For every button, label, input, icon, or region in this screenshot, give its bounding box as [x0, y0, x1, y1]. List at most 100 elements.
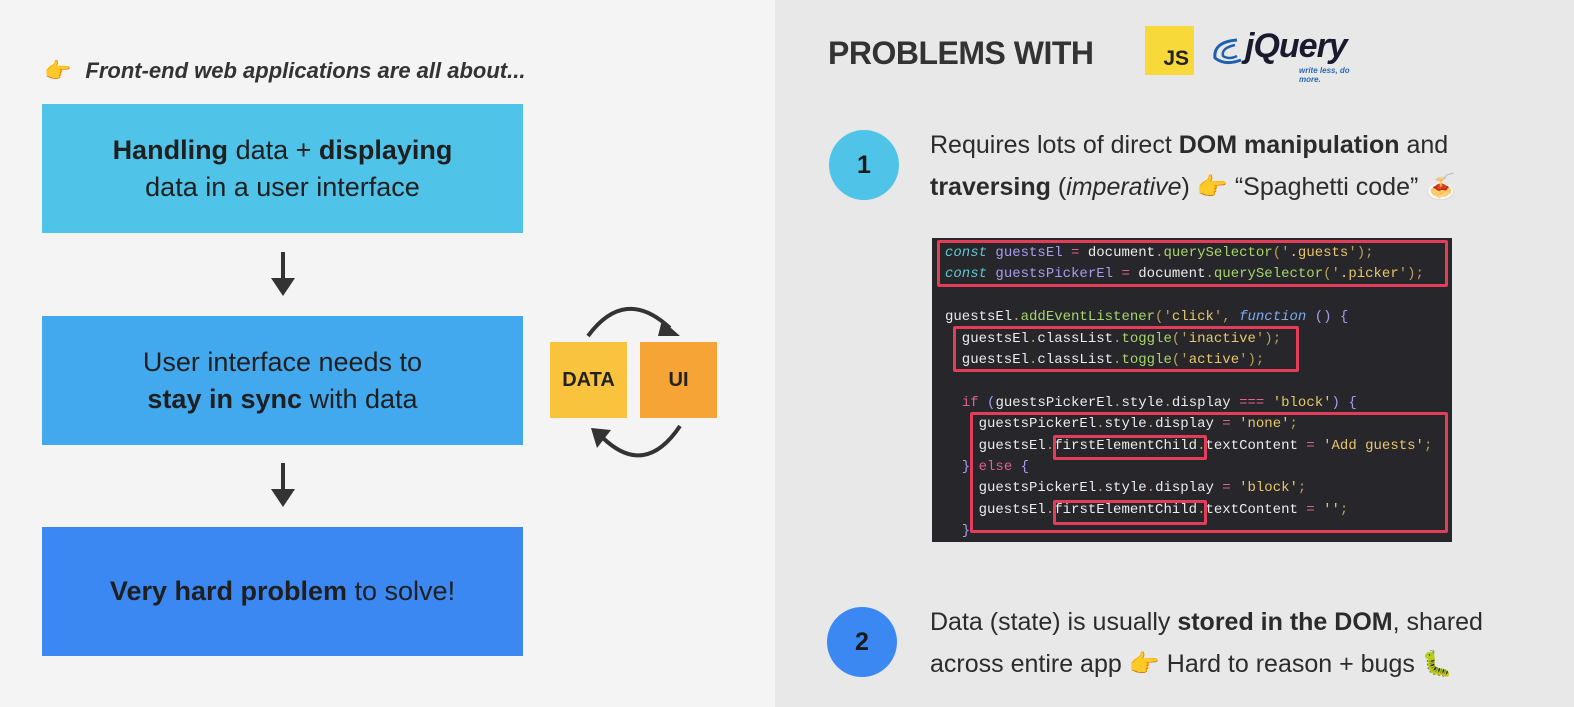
code-token: guestsPickerEl — [945, 480, 1097, 497]
code-line: guestsPickerEl.style.display = 'none'; — [945, 414, 1452, 435]
code-token: . — [1197, 437, 1206, 454]
code-line: guestsEl.classList.toggle('inactive'); — [945, 329, 1452, 350]
data-square: DATA — [550, 342, 627, 418]
code-token: = — [1213, 416, 1240, 433]
code-token: . — [1096, 416, 1105, 433]
text-run: Data (state) is usually — [930, 608, 1178, 636]
code-token: === — [1230, 394, 1273, 411]
code-line: guestsPickerEl.style.display = 'block'; — [945, 478, 1452, 499]
code-token: ; — [1339, 501, 1349, 518]
ui-square: UI — [640, 342, 717, 418]
code-token: ; — [1289, 416, 1298, 433]
code-line: const guestsEl = document.querySelector(… — [945, 243, 1452, 264]
code-token: (' — [1155, 309, 1172, 326]
code-token: = — [1113, 266, 1139, 283]
code-token: . — [1155, 245, 1164, 261]
code-token: guestsEl — [945, 309, 1013, 326]
code-token: . — [1163, 394, 1172, 411]
text-run: across entire app 👉 Hard to reason + bug… — [930, 650, 1453, 678]
code-snippet: const guestsEl = document.querySelector(… — [932, 238, 1452, 542]
jquery-word: jQuery — [1245, 27, 1348, 65]
code-line — [945, 286, 1452, 307]
code-token: guestsEl — [995, 245, 1063, 261]
code-token: document — [1138, 266, 1206, 283]
code-token: . — [1205, 266, 1214, 283]
js-logo: JS — [1145, 26, 1194, 75]
text-run: Requires lots of direct — [930, 131, 1179, 159]
code-token: inactive — [1188, 330, 1256, 347]
point-line: traversing (imperative) 👉 “Spaghetti cod… — [930, 166, 1456, 208]
code-line: guestsEl.classList.toggle('active'); — [945, 350, 1452, 371]
code-token: . — [1197, 501, 1206, 518]
code-line: } else { — [945, 457, 1452, 478]
code-token: guestsEl — [945, 351, 1030, 368]
text-run: and — [1399, 131, 1449, 159]
intro-text: Front-end web applications are all about… — [85, 58, 526, 83]
code-token: style — [1104, 480, 1147, 497]
code-token: querySelector — [1213, 266, 1324, 283]
intro-heading: 👉Front-end web applications are all abou… — [44, 58, 525, 84]
code-token: = — [1297, 501, 1324, 518]
code-token: ) { — [1331, 394, 1357, 411]
text-run: Very hard problem — [109, 576, 348, 606]
code-line — [945, 371, 1452, 392]
code-token: . — [1045, 501, 1055, 518]
code-token: toggle — [1121, 330, 1172, 347]
code-token: } — [945, 523, 971, 540]
text-run: traversing — [930, 173, 1051, 201]
code-token: guestsPickerEl — [995, 394, 1114, 411]
text-run: with data — [302, 383, 418, 414]
code-token: addEventListener — [1020, 309, 1156, 326]
code-token: guestsEl — [945, 501, 1046, 518]
code-token — [945, 395, 962, 411]
code-token: 'block' — [1239, 480, 1298, 497]
code-token: guestsEl — [945, 437, 1046, 454]
point-line: Requires lots of direct DOM manipulation… — [930, 124, 1456, 166]
code-line: guestsEl.addEventListener('click', funct… — [945, 307, 1452, 328]
code-token: document — [1087, 245, 1156, 261]
box-hard-problem: Very hard problem to solve! — [42, 527, 523, 656]
slide-title: PROBLEMS WITH — [828, 35, 1094, 71]
cycle-arrow-bottom-icon — [591, 424, 682, 458]
code-token: ', — [1213, 309, 1240, 326]
code-token: . — [1012, 309, 1021, 326]
code-token: ; — [1423, 437, 1433, 454]
code-token: . — [1113, 330, 1122, 347]
left-panel: 👉Front-end web applications are all abou… — [0, 0, 775, 707]
point-line: Data (state) is usually stored in the DO… — [930, 601, 1483, 643]
code-token: textContent — [1205, 501, 1298, 518]
text-run: to solve! — [347, 576, 456, 606]
code-token: . — [1096, 480, 1105, 497]
text-run: User interface needs to — [142, 346, 423, 377]
code-token: guestsPickerEl — [995, 266, 1114, 283]
code-token: if — [961, 394, 979, 411]
code-token: display — [1155, 416, 1214, 433]
text-run: DOM manipulation — [1178, 131, 1400, 159]
code-line: if (guestsPickerEl.style.display === 'bl… — [945, 393, 1452, 414]
code-token: display — [1155, 480, 1214, 497]
code-token: { — [1012, 458, 1030, 475]
code-line: guestsEl.firstElementChild.textContent =… — [945, 500, 1452, 521]
code-token: .guests — [1289, 245, 1349, 261]
code-token: toggle — [1121, 351, 1172, 368]
highlight-box — [937, 240, 1448, 287]
code-token: (' — [1272, 245, 1290, 261]
code-token: style — [1104, 416, 1147, 433]
cycle-arrow-top-icon — [586, 306, 680, 338]
code-token: (' — [1323, 266, 1340, 283]
code-line: const guestsPickerEl = document.querySel… — [945, 264, 1452, 285]
text-run: imperative — [1066, 173, 1182, 201]
code-token: = — [1213, 480, 1240, 497]
code-line: } — [945, 521, 1452, 542]
text-run: data in a user interface — [145, 171, 420, 202]
point-2-text: Data (state) is usually stored in the DO… — [930, 601, 1483, 685]
point-number-1: 1 — [829, 130, 899, 200]
point-line: across entire app 👉 Hard to reason + bug… — [930, 643, 1483, 685]
text-run: stay in sync — [147, 383, 302, 414]
code-token: '' — [1323, 501, 1340, 518]
code-token: . — [1146, 416, 1156, 433]
point-number-2: 2 — [827, 607, 897, 677]
code-token: .picker — [1339, 266, 1399, 283]
arrow-down-icon — [271, 463, 295, 507]
